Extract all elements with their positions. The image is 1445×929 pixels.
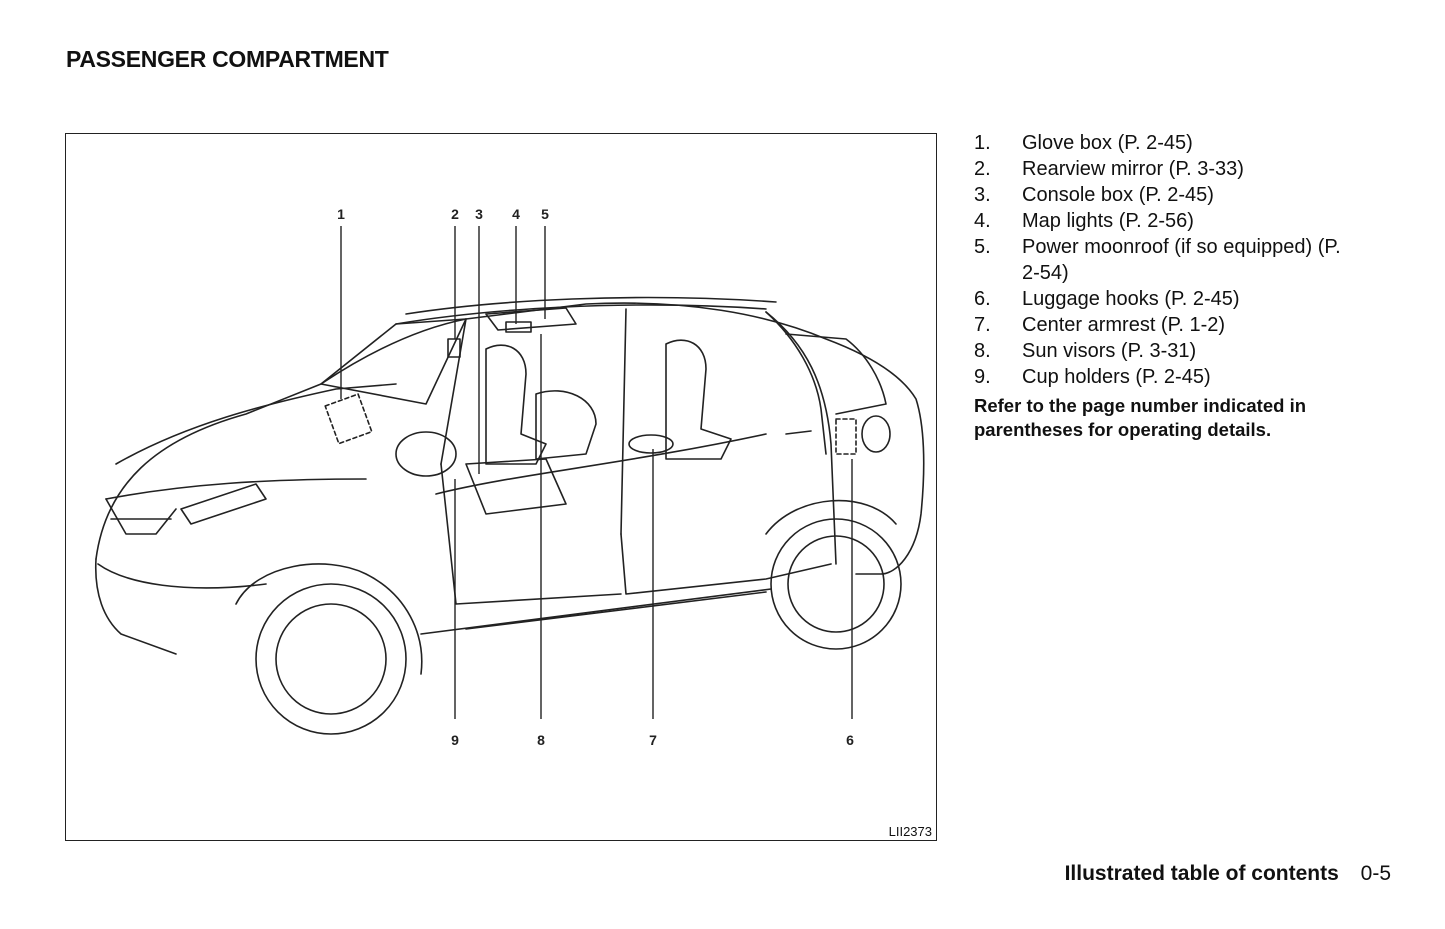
- figure-id: LII2373: [888, 824, 932, 839]
- legend-text: Map lights (P. 2-56): [1022, 210, 1194, 232]
- legend-item: 7. Center armrest (P. 1-2): [974, 312, 1404, 338]
- car-illustration: 1 2 3 4 5 6 7 8 9: [94, 206, 925, 748]
- callout-3: 3: [475, 206, 483, 222]
- callout-1: 1: [337, 206, 345, 222]
- legend-text: Console box (P. 2-45): [1022, 184, 1214, 206]
- legend-item: 8. Sun visors (P. 3-31): [974, 338, 1404, 364]
- legend-number: 3.: [974, 184, 991, 206]
- page-title: PASSENGER COMPARTMENT: [66, 46, 389, 72]
- legend-list: 1. Glove box (P. 2-45) 2. Rearview mirro…: [974, 130, 1404, 442]
- callout-8: 8: [537, 732, 545, 748]
- car-interior-figure: 1 2 3 4 5 6 7 8 9 LII2373: [65, 133, 937, 841]
- legend-number: 7.: [974, 314, 991, 336]
- legend-number: 8.: [974, 340, 991, 362]
- legend-number: 2.: [974, 158, 991, 180]
- legend-text: Cup holders (P. 2-45): [1022, 366, 1211, 388]
- footer-section-title: Illustrated table of contents: [1064, 862, 1339, 885]
- legend-text: Glove box (P. 2-45): [1022, 132, 1193, 154]
- legend-item: 1. Glove box (P. 2-45): [974, 130, 1404, 156]
- callout-9: 9: [451, 732, 459, 748]
- legend-item: 6. Luggage hooks (P. 2-45): [974, 286, 1404, 312]
- callout-7: 7: [649, 732, 657, 748]
- page-footer: Illustrated table of contents 0-5: [1065, 862, 1391, 886]
- legend-item: 2. Rearview mirror (P. 3-33): [974, 156, 1404, 182]
- legend-item: 3. Console box (P. 2-45): [974, 182, 1404, 208]
- callout-4: 4: [512, 206, 520, 222]
- legend-number: 4.: [974, 210, 991, 232]
- legend-number: 5.: [974, 236, 991, 258]
- callout-6: 6: [846, 732, 854, 748]
- legend-text: Luggage hooks (P. 2-45): [1022, 288, 1240, 310]
- legend-number: 9.: [974, 366, 991, 388]
- legend-number: 1.: [974, 132, 991, 154]
- page-number: 0-5: [1360, 862, 1391, 885]
- legend-text: Power moonroof (if so equipped) (P. 2-54…: [1022, 236, 1341, 284]
- legend-text: Rearview mirror (P. 3-33): [1022, 158, 1244, 180]
- callout-2: 2: [451, 206, 459, 222]
- legend-number: 6.: [974, 288, 991, 310]
- legend-item: 5. Power moonroof (if so equipped) (P. 2…: [974, 234, 1404, 286]
- legend-item: 9. Cup holders (P. 2-45): [974, 364, 1404, 390]
- legend-text: Sun visors (P. 3-31): [1022, 340, 1197, 362]
- legend-text: Center armrest (P. 1-2): [1022, 314, 1226, 336]
- legend-item: 4. Map lights (P. 2-56): [974, 208, 1404, 234]
- legend-note: Refer to the page number indicated in pa…: [974, 395, 1307, 440]
- callout-5: 5: [541, 206, 549, 222]
